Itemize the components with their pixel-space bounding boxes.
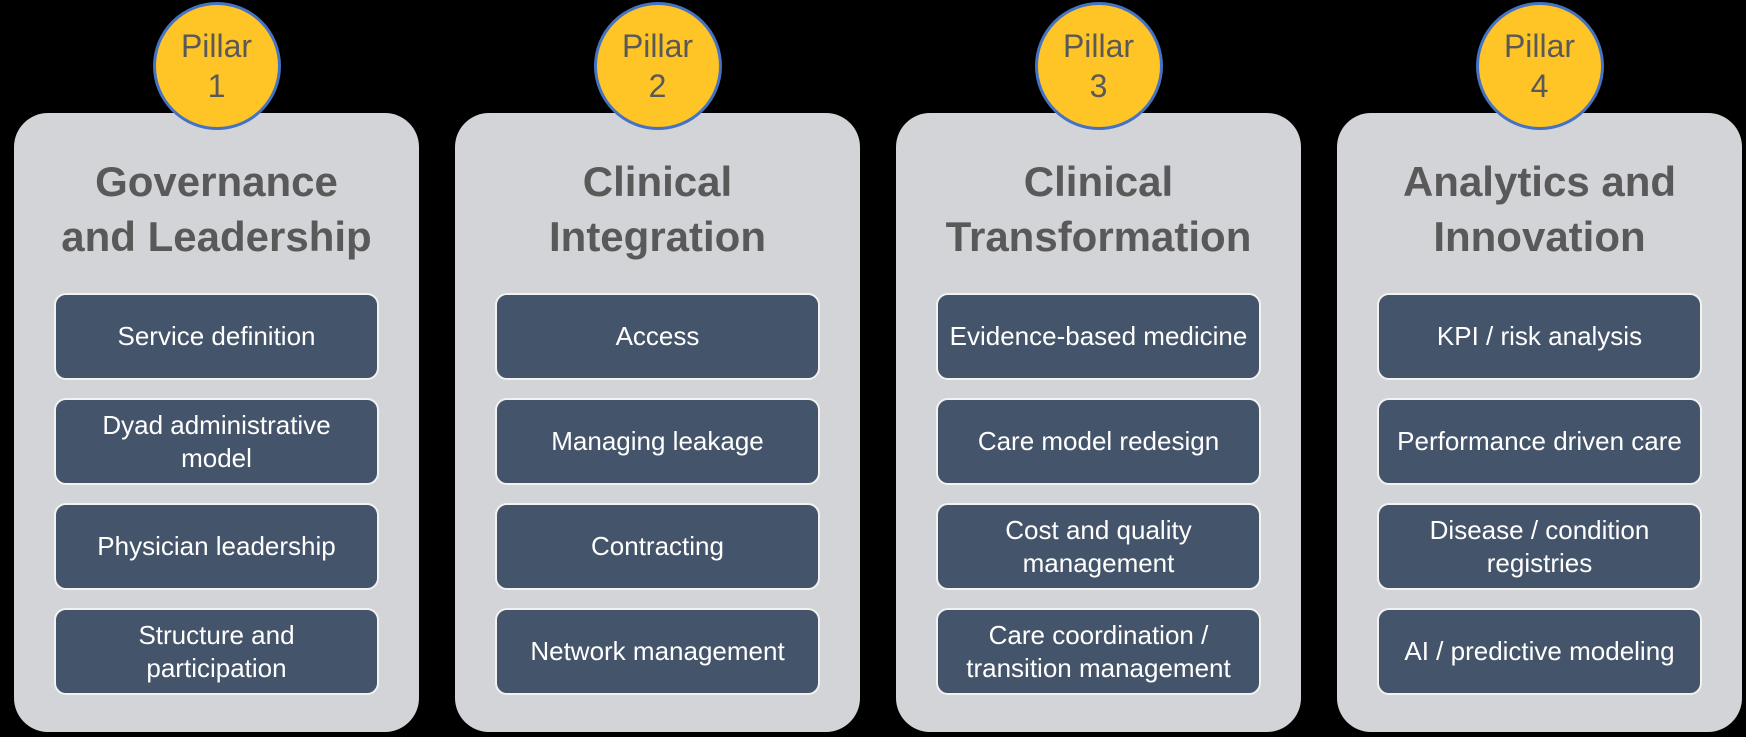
pillar-badge-label: Pillar <box>1062 28 1135 64</box>
pillar-item: Performance driven care <box>1377 398 1702 485</box>
pillar-1-title: Governance and Leadership <box>61 158 372 260</box>
pillar-badge-number: 3 <box>1089 68 1108 104</box>
pillar-item: Service definition <box>54 293 379 380</box>
pillar-2-items: Access Managing leakage Contracting Netw… <box>455 293 860 695</box>
pillar-column-1: Pillar 1 Governance and Leadership Servi… <box>14 0 419 737</box>
pillar-4-badge: Pillar 4 <box>1475 2 1604 130</box>
pillar-badge-label: Pillar <box>180 28 253 64</box>
pillar-1-badge: Pillar 1 <box>152 2 281 130</box>
pillar-item: AI / predictive modeling <box>1377 608 1702 695</box>
pillar-item: Disease / condition registries <box>1377 503 1702 590</box>
pillar-item: Cost and quality management <box>936 503 1261 590</box>
pillar-item: Care model redesign <box>936 398 1261 485</box>
pillar-1-panel: Governance and Leadership Service defini… <box>14 113 419 732</box>
pillar-item: Dyad administrative model <box>54 398 379 485</box>
pillar-4-panel: Analytics and Innovation KPI / risk anal… <box>1337 113 1742 732</box>
pillar-item: Network management <box>495 608 820 695</box>
pillar-4-items: KPI / risk analysis Performance driven c… <box>1337 293 1742 695</box>
pillar-item: Managing leakage <box>495 398 820 485</box>
pillar-badge-number: 1 <box>207 68 226 104</box>
pillar-3-badge: Pillar 3 <box>1034 2 1163 130</box>
pillar-1-items: Service definition Dyad administrative m… <box>14 293 419 695</box>
pillar-item: Access <box>495 293 820 380</box>
pillar-4-title: Analytics and Innovation <box>1402 158 1677 260</box>
pillar-badge-label: Pillar <box>621 28 694 64</box>
pillar-badge-label: Pillar <box>1503 28 1576 64</box>
pillar-3-title: Clinical Transformation <box>945 158 1252 260</box>
pillar-2-badge: Pillar 2 <box>593 2 722 130</box>
pillar-badge-number: 4 <box>1530 68 1549 104</box>
pillar-row: Pillar 1 Governance and Leadership Servi… <box>14 0 1742 737</box>
pillar-item: KPI / risk analysis <box>1377 293 1702 380</box>
pillar-column-2: Pillar 2 Clinical Integration Access Man… <box>455 0 860 737</box>
pillar-badge-number: 2 <box>648 68 667 104</box>
pillar-item: Evidence-based medicine <box>936 293 1261 380</box>
pillar-item: Physician leadership <box>54 503 379 590</box>
pillar-column-3: Pillar 3 Clinical Transformation Evidenc… <box>896 0 1301 737</box>
pillar-3-panel: Clinical Transformation Evidence-based m… <box>896 113 1301 732</box>
pillar-2-panel: Clinical Integration Access Managing lea… <box>455 113 860 732</box>
pillar-item: Contracting <box>495 503 820 590</box>
pillar-2-title: Clinical Integration <box>549 158 766 260</box>
pillar-3-items: Evidence-based medicine Care model redes… <box>896 293 1301 695</box>
pillar-item: Structure and participation <box>54 608 379 695</box>
pillar-column-4: Pillar 4 Analytics and Innovation KPI / … <box>1337 0 1742 737</box>
pillar-item: Care coordination / transition managemen… <box>936 608 1261 695</box>
